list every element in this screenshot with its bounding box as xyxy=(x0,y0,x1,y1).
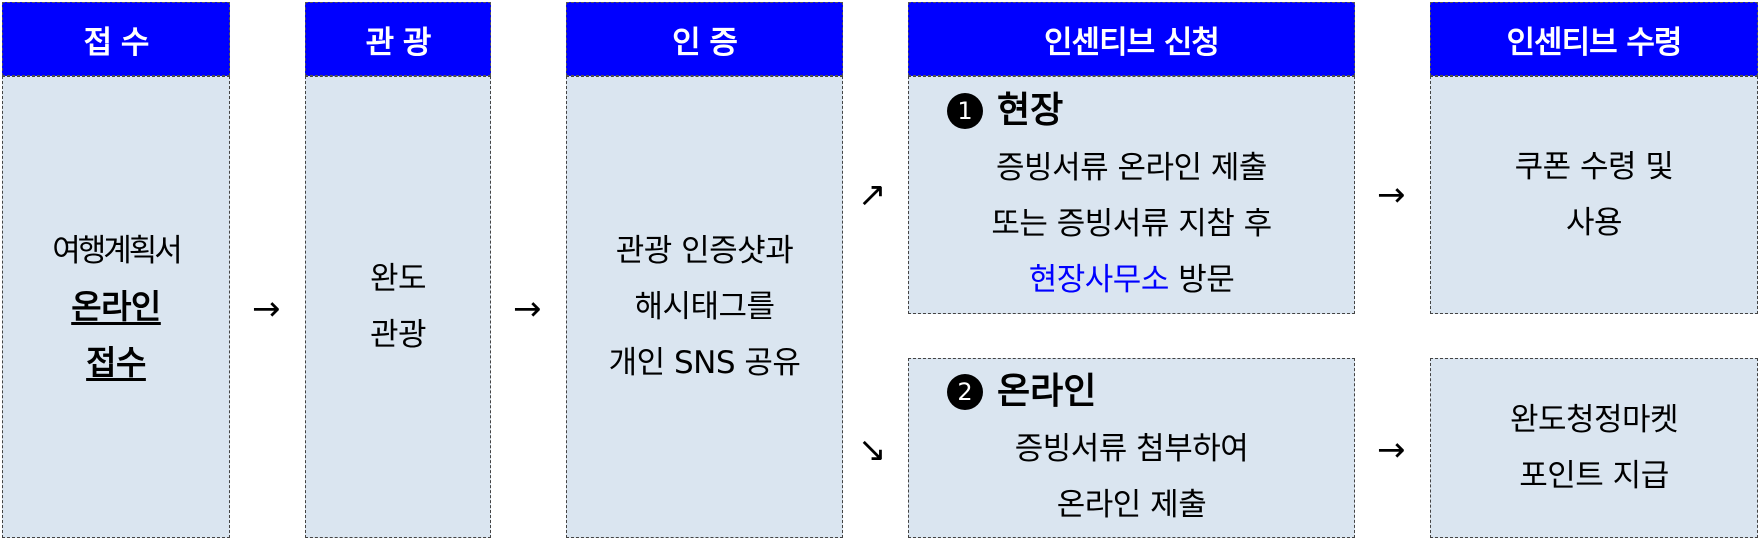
header-incentive-receive: 인센티브 수령 xyxy=(1430,2,1758,76)
arrow-right-icon: → xyxy=(1377,175,1406,215)
points-line-1: 완도청정마켓 xyxy=(1509,402,1679,438)
online-title: 2 온라인 xyxy=(947,363,1096,421)
tourism-line-1: 완도 xyxy=(369,261,427,297)
onsite-title: 1 현장 xyxy=(947,82,1063,140)
arrow-right-icon: → xyxy=(252,289,281,329)
number-1-icon: 1 xyxy=(947,93,983,129)
onsite-title-label: 현장 xyxy=(997,90,1064,131)
onsite-line-2: 또는 증빙서류 지참 후 xyxy=(991,206,1272,242)
reception-line-1: 여행계획서 xyxy=(52,233,183,269)
header-incentive-receive-label: 인센티브 수령 xyxy=(1506,24,1683,61)
online-line-2: 온라인 제출 xyxy=(1056,487,1207,523)
reception-line-3: 접수 xyxy=(86,343,146,382)
box-receive-coupon: 쿠폰 수령 및 사용 xyxy=(1430,76,1758,314)
verification-line-3: 개인 SNS 공유 xyxy=(608,345,801,381)
online-title-label: 온라인 xyxy=(997,371,1097,412)
box-tourism: 완도 관광 xyxy=(305,76,491,538)
points-line-2: 포인트 지급 xyxy=(1519,458,1669,494)
arrow-right-icon: → xyxy=(513,289,542,329)
coupon-line-2: 사용 xyxy=(1565,205,1623,241)
onsite-office-highlight: 현장사무소 xyxy=(1028,262,1170,298)
box-apply-onsite: 1 현장 증빙서류 온라인 제출 또는 증빙서류 지참 후 현장사무소 방문 xyxy=(908,76,1355,314)
header-incentive-apply-label: 인센티브 신청 xyxy=(1044,24,1220,61)
tourism-line-2: 관광 xyxy=(369,317,427,353)
box-receive-points: 완도청정마켓 포인트 지급 xyxy=(1430,358,1758,538)
arrow-down-right-icon: ↘ xyxy=(858,430,887,470)
arrow-up-right-icon: ↗ xyxy=(858,175,887,215)
onsite-line-3: 현장사무소 방문 xyxy=(1029,252,1235,308)
header-reception-label: 접 수 xyxy=(83,24,150,61)
coupon-line-1: 쿠폰 수령 및 xyxy=(1514,149,1674,185)
arrow-right-icon: → xyxy=(1377,430,1406,470)
header-verification: 인 증 xyxy=(566,2,843,76)
header-incentive-apply: 인센티브 신청 xyxy=(908,2,1355,76)
box-reception: 여행계획서 온라인 접수 xyxy=(2,76,230,538)
box-apply-online: 2 온라인 증빙서류 첨부하여 온라인 제출 xyxy=(908,358,1355,538)
header-tourism: 관 광 xyxy=(305,2,491,76)
online-line-1: 증빙서류 첨부하여 xyxy=(1014,431,1249,467)
header-reception: 접 수 xyxy=(2,2,230,76)
verification-line-2: 해시태그를 xyxy=(634,289,775,325)
box-verification: 관광 인증샷과 해시태그를 개인 SNS 공유 xyxy=(566,76,843,538)
onsite-line-1: 증빙서류 온라인 제출 xyxy=(996,150,1267,186)
header-verification-label: 인 증 xyxy=(672,24,738,61)
number-2-icon: 2 xyxy=(947,374,983,410)
verification-line-1: 관광 인증샷과 xyxy=(615,233,794,269)
header-tourism-label: 관 광 xyxy=(365,24,432,61)
reception-line-2: 온라인 xyxy=(71,287,161,326)
onsite-visit-text: 방문 xyxy=(1168,262,1235,298)
